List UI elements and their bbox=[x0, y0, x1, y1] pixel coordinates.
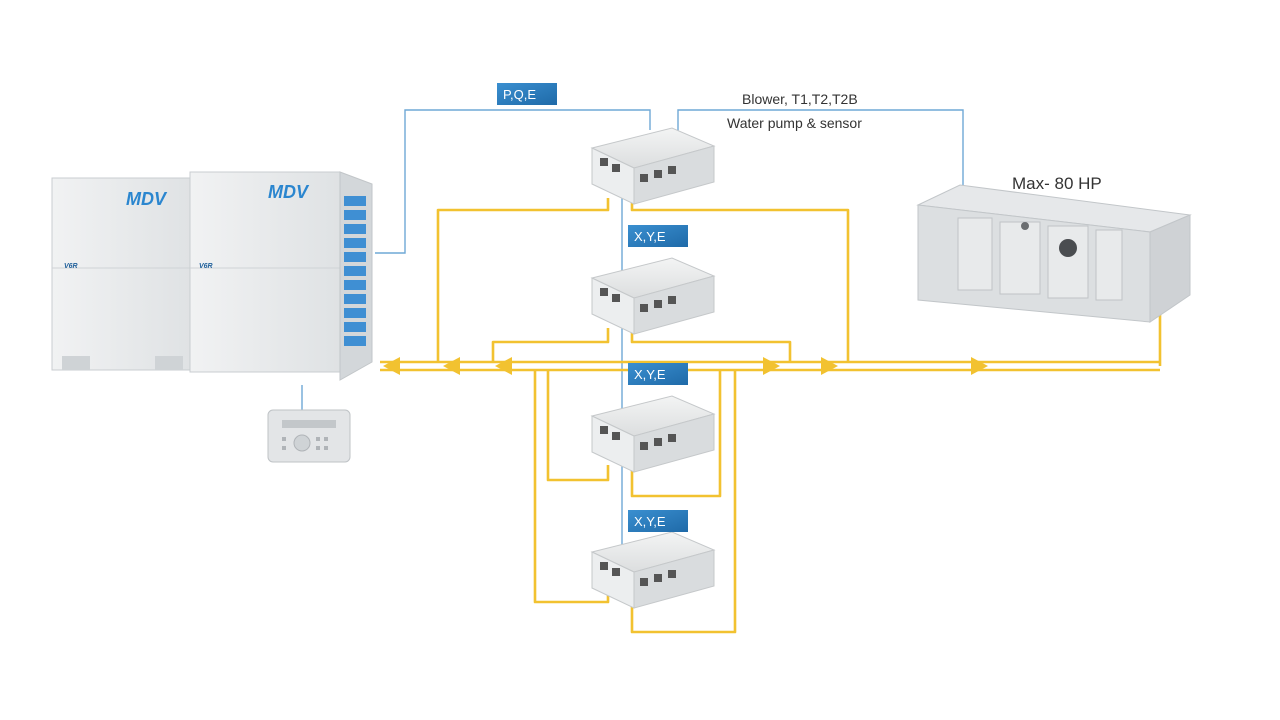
box2-left-pipe bbox=[491, 328, 610, 362]
air-handling-unit bbox=[916, 184, 1192, 323]
box1-right-pipe bbox=[630, 200, 850, 362]
fan-grille bbox=[344, 196, 366, 346]
arrow-right-icon bbox=[763, 357, 780, 375]
tag-xye-3-text: X,Y,E bbox=[634, 514, 666, 529]
flow-arrows bbox=[383, 357, 988, 375]
label-water-pump: Water pump & sensor bbox=[727, 115, 862, 131]
box3-left-pipe bbox=[546, 370, 610, 482]
tag-xye-1: X,Y,E bbox=[628, 225, 688, 247]
control-box-4 bbox=[590, 531, 716, 609]
tag-pqe: P,Q,E bbox=[497, 83, 557, 105]
fan-icon bbox=[1059, 239, 1077, 257]
arrow-left-icon bbox=[495, 357, 512, 375]
arrow-left-icon bbox=[383, 357, 400, 375]
box1-left-pipe bbox=[436, 198, 610, 362]
series-logo-right: V6R bbox=[199, 263, 213, 270]
arrow-right-icon bbox=[971, 357, 988, 375]
brand-logo-left: MDV bbox=[126, 189, 168, 209]
tag-xye-2: X,Y,E bbox=[628, 363, 688, 385]
outdoor-unit: MDV MDV V6R V6R bbox=[51, 171, 373, 381]
brand-logo-right: MDV bbox=[268, 182, 310, 202]
box4-left-pipe bbox=[533, 370, 610, 604]
tag-xye-2-text: X,Y,E bbox=[634, 367, 666, 382]
wired-controller bbox=[267, 409, 351, 463]
tag-pqe-text: P,Q,E bbox=[503, 87, 536, 102]
signal-wires bbox=[301, 109, 964, 560]
arrow-left-icon bbox=[443, 357, 460, 375]
sensor-wire bbox=[677, 109, 964, 185]
tag-xye-1-text: X,Y,E bbox=[634, 229, 666, 244]
box2-right-pipe bbox=[630, 330, 792, 362]
tag-xye-3: X,Y,E bbox=[628, 510, 688, 532]
arrow-right-icon bbox=[821, 357, 838, 375]
control-box-2 bbox=[590, 257, 716, 335]
control-box-3 bbox=[590, 395, 716, 473]
box3-right-pipe bbox=[630, 370, 722, 498]
label-blower: Blower, T1,T2,T2B bbox=[742, 91, 858, 107]
pqe-wire bbox=[375, 109, 651, 254]
box4-right-pipe bbox=[630, 370, 737, 634]
control-box-1 bbox=[590, 127, 716, 205]
series-logo-left: V6R bbox=[64, 263, 78, 270]
label-capacity: Max- 80 HP bbox=[1012, 174, 1102, 193]
